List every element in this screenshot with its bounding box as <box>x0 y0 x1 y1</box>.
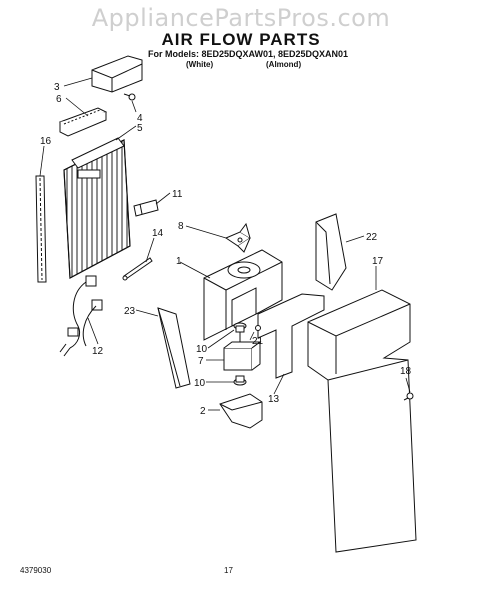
part-gasket-strip <box>35 175 47 283</box>
callout-22: 22 <box>366 232 378 243</box>
part-clip <box>133 199 159 217</box>
page-number: 17 <box>224 566 233 575</box>
callout-4: 4 <box>137 113 143 124</box>
callout-14: 14 <box>152 228 164 239</box>
diagram-title: AIR FLOW PARTS <box>161 30 321 49</box>
part-grommet-upper <box>233 322 247 333</box>
callout-7: 7 <box>198 356 204 367</box>
variant-white: (White) <box>186 60 214 69</box>
callout-11: 11 <box>172 189 183 200</box>
part-bracket <box>257 293 325 379</box>
watermark: AppliancePartsPros.com <box>91 4 391 32</box>
callout-1: 1 <box>176 256 182 267</box>
part-screw-4 <box>123 93 136 101</box>
callout-18: 18 <box>400 366 412 377</box>
models-line: For Models: 8ED25DQXAW01, 8ED25DQXAN01 <box>148 49 349 59</box>
part-motor-mount <box>219 393 263 429</box>
callout-16: 16 <box>40 136 52 147</box>
callout-10-upper: 10 <box>196 344 208 355</box>
callout-6: 6 <box>56 94 62 105</box>
callout-3: 3 <box>54 82 60 93</box>
part-motor <box>223 332 262 371</box>
callout-5: 5 <box>137 123 143 134</box>
part-fan-blade <box>224 222 251 253</box>
part-grille-insert <box>58 107 108 137</box>
document-number: 4379030 <box>20 566 52 575</box>
callout-23: 23 <box>124 306 136 317</box>
part-rod <box>122 257 153 281</box>
callout-2: 2 <box>200 406 206 417</box>
variant-almond: (Almond) <box>266 60 302 69</box>
part-panel-23 <box>157 307 191 389</box>
callout-17: 17 <box>372 256 384 267</box>
part-ribbed-panel <box>63 137 131 279</box>
part-screw-18 <box>403 392 414 401</box>
callout-21: 21 <box>252 336 264 347</box>
part-grommet-lower <box>233 375 247 386</box>
part-shroud-22 <box>315 213 347 291</box>
callout-13: 13 <box>268 394 280 405</box>
callout-10-lower: 10 <box>194 378 206 389</box>
part-fan-housing <box>203 249 283 341</box>
part-duct-cover <box>91 55 143 93</box>
callout-12: 12 <box>92 346 104 357</box>
part-screw-21 <box>255 325 261 331</box>
callout-8: 8 <box>178 221 184 232</box>
part-evaporator-cover <box>307 289 417 553</box>
part-wire-harness <box>59 275 103 357</box>
leader-lines <box>39 77 411 411</box>
